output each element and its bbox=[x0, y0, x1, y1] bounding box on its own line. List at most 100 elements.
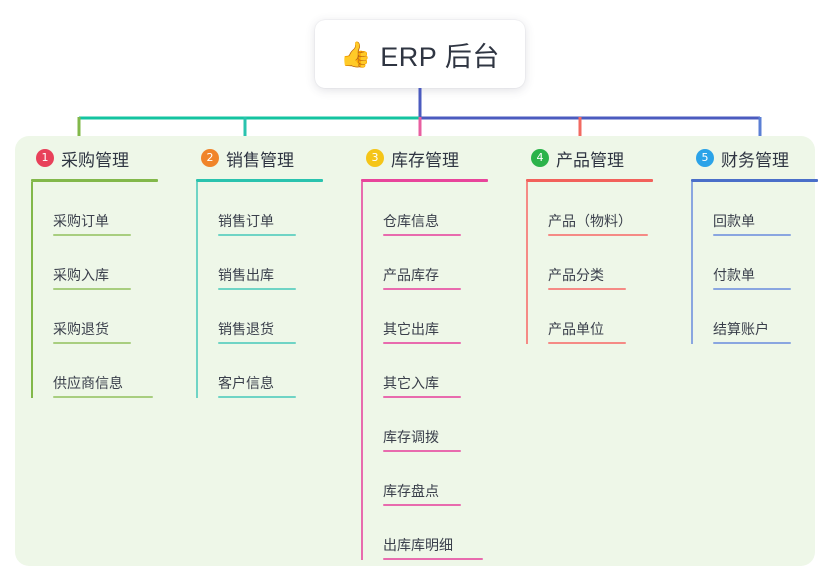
column-rule-inventory bbox=[361, 179, 488, 182]
list-item[interactable]: 库存调拨 bbox=[362, 398, 510, 452]
column-title-sales: 销售管理 bbox=[226, 150, 294, 170]
column-spine-finance bbox=[691, 182, 693, 344]
list-item-label: 出库库明细 bbox=[383, 537, 453, 553]
column-finance: 5 财务管理 回款单 付款单 结算账户 bbox=[675, 136, 839, 344]
list-item-rule bbox=[218, 396, 296, 398]
list-item-rule bbox=[218, 234, 296, 236]
list-item[interactable]: 供应商信息 bbox=[32, 344, 180, 398]
list-item[interactable]: 其它出库 bbox=[362, 290, 510, 344]
column-title-purchase: 采购管理 bbox=[61, 150, 129, 170]
column-spine-purchase bbox=[31, 182, 33, 398]
column-purchase: 1 采购管理 采购订单 采购入库 采购退货 供应商信 bbox=[15, 136, 180, 398]
thumbs-up-icon: 👍 bbox=[340, 40, 372, 69]
list-item[interactable]: 库存盘点 bbox=[362, 452, 510, 506]
column-items-inventory: 仓库信息 产品库存 其它出库 其它入库 库存调拨 bbox=[361, 182, 510, 560]
list-item-label: 其它出库 bbox=[383, 321, 439, 337]
list-item-rule bbox=[218, 342, 296, 344]
list-item-label: 产品库存 bbox=[383, 267, 439, 283]
list-item[interactable]: 回款单 bbox=[692, 182, 839, 236]
list-item[interactable]: 销售订单 bbox=[197, 182, 345, 236]
list-item-label: 供应商信息 bbox=[53, 375, 123, 391]
list-item-label: 销售订单 bbox=[218, 213, 274, 229]
column-items-purchase: 采购订单 采购入库 采购退货 供应商信息 bbox=[31, 182, 180, 398]
column-items-product: 产品（物料） 产品分类 产品单位 bbox=[526, 182, 675, 344]
column-header-finance[interactable]: 5 财务管理 bbox=[675, 145, 839, 171]
list-item[interactable]: 销售退货 bbox=[197, 290, 345, 344]
list-item[interactable]: 其它入库 bbox=[362, 344, 510, 398]
list-item[interactable]: 产品分类 bbox=[527, 236, 675, 290]
list-item-label: 产品单位 bbox=[548, 321, 604, 337]
column-spine-sales bbox=[196, 182, 198, 398]
list-item[interactable]: 采购订单 bbox=[32, 182, 180, 236]
connector-lines bbox=[77, 88, 762, 145]
column-header-purchase[interactable]: 1 采购管理 bbox=[15, 145, 180, 171]
column-items-sales: 销售订单 销售出库 销售退货 客户信息 bbox=[196, 182, 345, 398]
list-item-label: 采购订单 bbox=[53, 213, 109, 229]
list-item[interactable]: 采购入库 bbox=[32, 236, 180, 290]
column-title-inventory: 库存管理 bbox=[391, 150, 459, 170]
column-rule-product bbox=[526, 179, 653, 182]
list-item-label: 销售出库 bbox=[218, 267, 274, 283]
list-item-rule bbox=[548, 234, 648, 236]
list-item-label: 付款单 bbox=[713, 267, 755, 283]
list-item[interactable]: 结算账户 bbox=[692, 290, 839, 344]
list-item[interactable]: 出库库明细 bbox=[362, 506, 510, 560]
list-item-label: 库存盘点 bbox=[383, 483, 439, 499]
list-item-rule bbox=[53, 342, 131, 344]
list-item-rule bbox=[548, 288, 626, 290]
column-rule-purchase bbox=[31, 179, 158, 182]
column-header-product[interactable]: 4 产品管理 bbox=[510, 145, 675, 171]
column-spine-inventory bbox=[361, 182, 363, 560]
list-item-rule bbox=[713, 288, 791, 290]
column-rule-sales bbox=[196, 179, 323, 182]
list-item-rule bbox=[53, 288, 131, 290]
list-item[interactable]: 客户信息 bbox=[197, 344, 345, 398]
list-item-rule bbox=[383, 450, 461, 452]
list-item-label: 仓库信息 bbox=[383, 213, 439, 229]
column-header-sales[interactable]: 2 销售管理 bbox=[180, 145, 345, 171]
column-inventory: 3 库存管理 仓库信息 产品库存 其它出库 其它入库 bbox=[345, 136, 510, 560]
column-sales: 2 销售管理 销售订单 销售出库 销售退货 客户信息 bbox=[180, 136, 345, 398]
columns-panel-background bbox=[15, 136, 815, 566]
column-rule-finance bbox=[691, 179, 818, 182]
list-item-label: 结算账户 bbox=[713, 321, 769, 337]
list-item-label: 其它入库 bbox=[383, 375, 439, 391]
column-title-finance: 财务管理 bbox=[721, 150, 789, 170]
list-item[interactable]: 产品单位 bbox=[527, 290, 675, 344]
root-node-title: ERP 后台 bbox=[380, 41, 500, 72]
column-badge-5: 5 bbox=[696, 149, 714, 167]
list-item-rule bbox=[383, 396, 461, 398]
list-item-rule bbox=[383, 234, 461, 236]
list-item-rule bbox=[713, 342, 791, 344]
list-item[interactable]: 销售出库 bbox=[197, 236, 345, 290]
list-item-label: 采购入库 bbox=[53, 267, 109, 283]
list-item-label: 回款单 bbox=[713, 213, 755, 229]
list-item-label: 产品分类 bbox=[548, 267, 604, 283]
list-item-label: 库存调拨 bbox=[383, 429, 439, 445]
list-item-label: 采购退货 bbox=[53, 321, 109, 337]
list-item-rule bbox=[383, 342, 461, 344]
list-item-rule bbox=[53, 234, 131, 236]
column-badge-3: 3 bbox=[366, 149, 384, 167]
columns-container: 1 采购管理 采购订单 采购入库 采购退货 供应商信 bbox=[15, 136, 818, 566]
list-item-label: 产品（物料） bbox=[548, 213, 632, 229]
column-product: 4 产品管理 产品（物料） 产品分类 产品单位 bbox=[510, 136, 675, 344]
list-item-label: 客户信息 bbox=[218, 375, 274, 391]
list-item-rule bbox=[548, 342, 626, 344]
column-items-finance: 回款单 付款单 结算账户 bbox=[691, 182, 839, 344]
list-item[interactable]: 仓库信息 bbox=[362, 182, 510, 236]
list-item[interactable]: 付款单 bbox=[692, 236, 839, 290]
column-header-inventory[interactable]: 3 库存管理 bbox=[345, 145, 510, 171]
list-item-rule bbox=[713, 234, 791, 236]
column-badge-1: 1 bbox=[36, 149, 54, 167]
list-item[interactable]: 采购退货 bbox=[32, 290, 180, 344]
column-title-product: 产品管理 bbox=[556, 150, 624, 170]
column-badge-2: 2 bbox=[201, 149, 219, 167]
list-item[interactable]: 产品（物料） bbox=[527, 182, 675, 236]
root-node[interactable]: 👍 ERP 后台 bbox=[315, 20, 525, 88]
list-item[interactable]: 产品库存 bbox=[362, 236, 510, 290]
list-item-label: 销售退货 bbox=[218, 321, 274, 337]
list-item-rule bbox=[383, 504, 461, 506]
list-item-rule bbox=[383, 288, 461, 290]
